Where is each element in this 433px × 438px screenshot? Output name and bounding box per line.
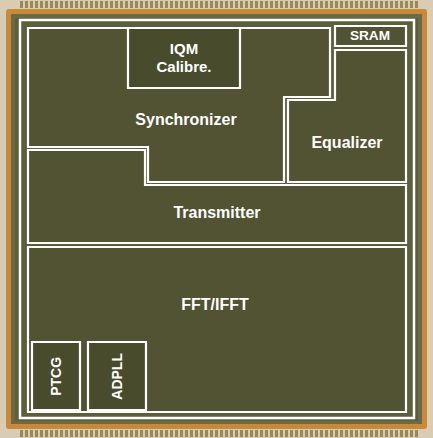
block-outline — [288, 50, 406, 182]
equalizer-block: Equalizer — [288, 50, 406, 182]
fft-block: FFT/IFFT PTCG ADPLL — [28, 247, 406, 412]
ptcg-block: PTCG — [32, 342, 80, 410]
block-border — [288, 50, 406, 182]
die-core — [15, 18, 418, 421]
block-outline — [28, 150, 406, 243]
block-border — [28, 150, 406, 243]
sram-block: SRAM — [335, 26, 406, 46]
block-border — [128, 28, 240, 88]
transmitter-block: Transmitter — [28, 150, 406, 243]
block-border — [88, 342, 146, 410]
block-label: Equalizer — [291, 133, 403, 152]
block-label: PTCG — [48, 357, 65, 396]
block-label: Synchronizer — [86, 110, 286, 129]
block-border — [32, 342, 80, 410]
bond-pads — [18, 430, 418, 437]
bond-pads — [18, 1, 418, 8]
block-outline — [28, 247, 406, 412]
core-frame — [20, 20, 414, 418]
calibration-block: IQM Calibre. — [128, 28, 240, 88]
block-border — [28, 247, 406, 412]
adpll-block: ADPLL — [88, 342, 146, 410]
die-edge — [11, 14, 422, 424]
block-label: ADPLL — [109, 353, 126, 400]
block-label: SRAM — [338, 28, 403, 44]
block-label: IQM Calibre. — [144, 40, 224, 76]
seal-ring — [6, 9, 427, 429]
block-label: FFT/IFFT — [115, 295, 315, 314]
block-label: Transmitter — [117, 203, 317, 222]
block-border — [335, 26, 406, 46]
